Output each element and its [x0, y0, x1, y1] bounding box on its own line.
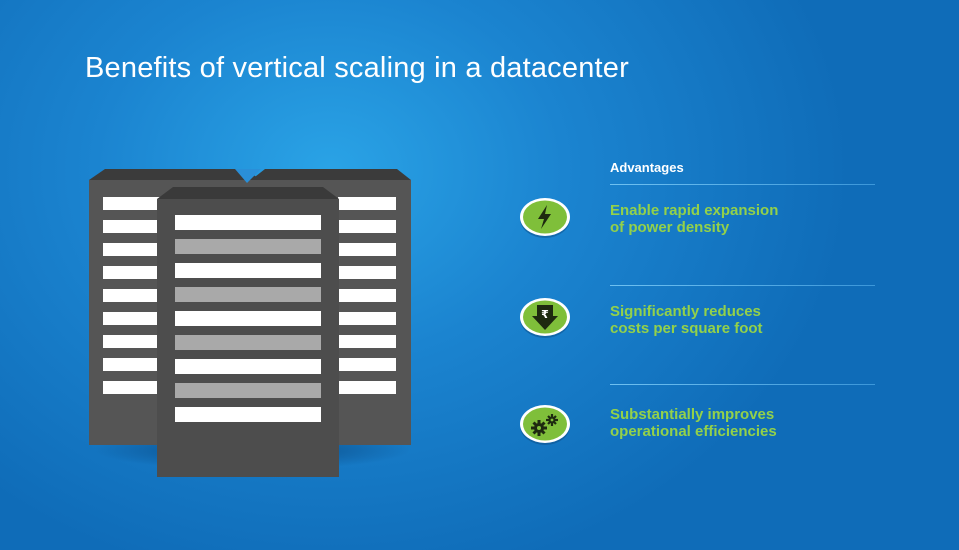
front-tower-windows — [175, 215, 321, 422]
page-title: Benefits of vertical scaling in a datace… — [85, 52, 629, 84]
rupee-down-arrow-icon: ₹ — [518, 296, 572, 340]
right-tower-windows — [338, 197, 396, 394]
divider — [610, 384, 875, 385]
advantage-item-3: Substantially improves operational effic… — [610, 406, 890, 440]
advantages-heading: Advantages — [610, 160, 684, 175]
advantage-item-2: Significantly reduces costs per square f… — [610, 303, 890, 337]
divider — [610, 285, 875, 286]
lightning-bolt-icon — [518, 196, 572, 240]
advantage-item-2-line1: Significantly reduces — [610, 303, 761, 320]
advantage-item-1-line1: Enable rapid expansion — [610, 202, 779, 219]
svg-text:₹: ₹ — [541, 308, 549, 321]
advantage-item-3-line1: Substantially improves — [610, 406, 775, 423]
advantage-item-3-line2: operational efficiencies — [610, 423, 777, 440]
divider — [610, 184, 875, 185]
datacenter-building-illustration — [89, 169, 411, 477]
advantage-item-1: Enable rapid expansion of power density — [610, 202, 890, 236]
advantage-item-1-line2: of power density — [610, 219, 730, 236]
advantage-item-2-line2: costs per square foot — [610, 320, 763, 337]
left-tower-windows — [103, 197, 163, 394]
gears-icon — [518, 403, 572, 447]
